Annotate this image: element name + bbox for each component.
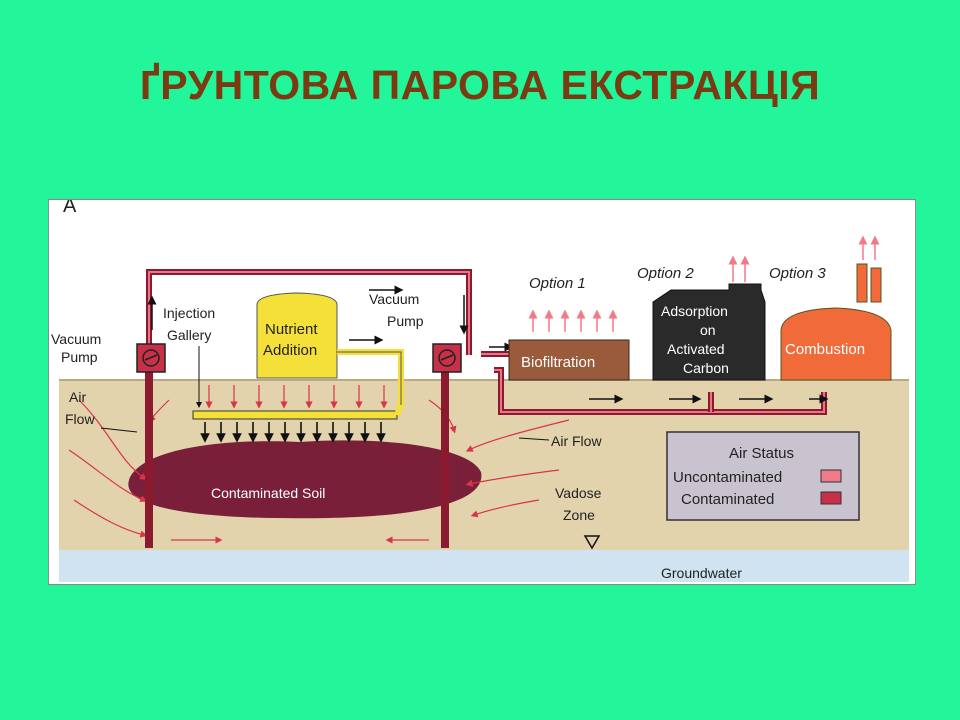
soil-vapor-extraction-diagram: A Contaminated Soil xyxy=(48,199,916,585)
pipe-flow-arrows xyxy=(147,285,829,404)
vadose-zone-label-1: Vadose xyxy=(555,485,602,501)
legend-title: Air Status xyxy=(729,445,794,462)
carbon-adsorption-unit xyxy=(652,283,766,381)
extraction-well-left xyxy=(145,360,153,548)
contaminated-soil-label: Contaminated Soil xyxy=(211,485,325,501)
air-flow-left-label-2: Flow xyxy=(65,411,95,427)
legend-item-uncontaminated: Uncontaminated xyxy=(673,469,782,486)
combustion-stack-1 xyxy=(856,263,868,303)
air-flow-arrows-left xyxy=(68,399,223,544)
panel-letter: A xyxy=(63,200,77,217)
legend-swatch-contaminated xyxy=(820,491,842,505)
contaminated-soil-blob xyxy=(128,440,482,519)
injection-arrows-surface xyxy=(205,385,388,409)
air-status-legend: Air Status Uncontaminated Contaminated xyxy=(666,431,860,521)
option-2-label: Option 2 xyxy=(637,265,694,282)
nutrient-label-1: Nutrient xyxy=(265,321,318,338)
vacuum-pump-left-label-1: Vacuum xyxy=(51,331,101,347)
nutrient-label-2: Addition xyxy=(263,342,317,359)
nutrient-tank xyxy=(256,292,338,379)
vacuum-piping xyxy=(146,269,827,415)
vacuum-pump-right xyxy=(432,343,462,373)
extraction-well-right xyxy=(441,360,449,548)
option-2-exhaust-arrows xyxy=(728,255,750,282)
vacuum-pump-left xyxy=(136,343,166,373)
option-1-exhaust-arrows xyxy=(528,309,618,332)
biofiltration-unit xyxy=(508,339,630,381)
injection-gallery-label-2: Gallery xyxy=(167,327,211,343)
injection-gallery-pipe xyxy=(192,410,398,420)
slide-title: ҐРУНТОВА ПАРОВА ЕКСТРАКЦІЯ xyxy=(139,62,821,108)
groundwater-label: Groundwater xyxy=(661,565,742,581)
air-flow-left-label-1: Air xyxy=(69,389,86,405)
biofiltration-label: Biofiltration xyxy=(521,354,595,371)
combustion-unit xyxy=(780,307,892,381)
water-table-icon xyxy=(583,535,601,550)
carbon-label-4: Carbon xyxy=(683,360,729,376)
option-3-exhaust-arrows xyxy=(858,235,880,260)
vacuum-pump-left-label-2: Pump xyxy=(61,349,98,365)
air-flow-right-label: Air Flow xyxy=(551,433,602,449)
groundwater-layer xyxy=(59,550,909,582)
vadose-zone-label-2: Zone xyxy=(563,507,595,523)
combustion-label: Combustion xyxy=(785,341,865,358)
vacuum-pump-right-label-2: Pump xyxy=(387,313,424,329)
legend-swatch-uncontaminated xyxy=(820,469,842,483)
option-3-label: Option 3 xyxy=(769,265,826,282)
carbon-label-3: Activated xyxy=(667,341,725,357)
combustion-stack-2 xyxy=(870,267,882,303)
vacuum-pump-right-label-1: Vacuum xyxy=(369,291,419,307)
injection-arrows-down xyxy=(200,422,386,443)
carbon-label-1: Adsorption xyxy=(661,303,728,319)
option-1-label: Option 1 xyxy=(529,275,586,292)
injection-gallery-label-1: Injection xyxy=(163,305,215,321)
legend-item-contaminated: Contaminated xyxy=(681,491,774,508)
carbon-label-2: on xyxy=(700,322,716,338)
